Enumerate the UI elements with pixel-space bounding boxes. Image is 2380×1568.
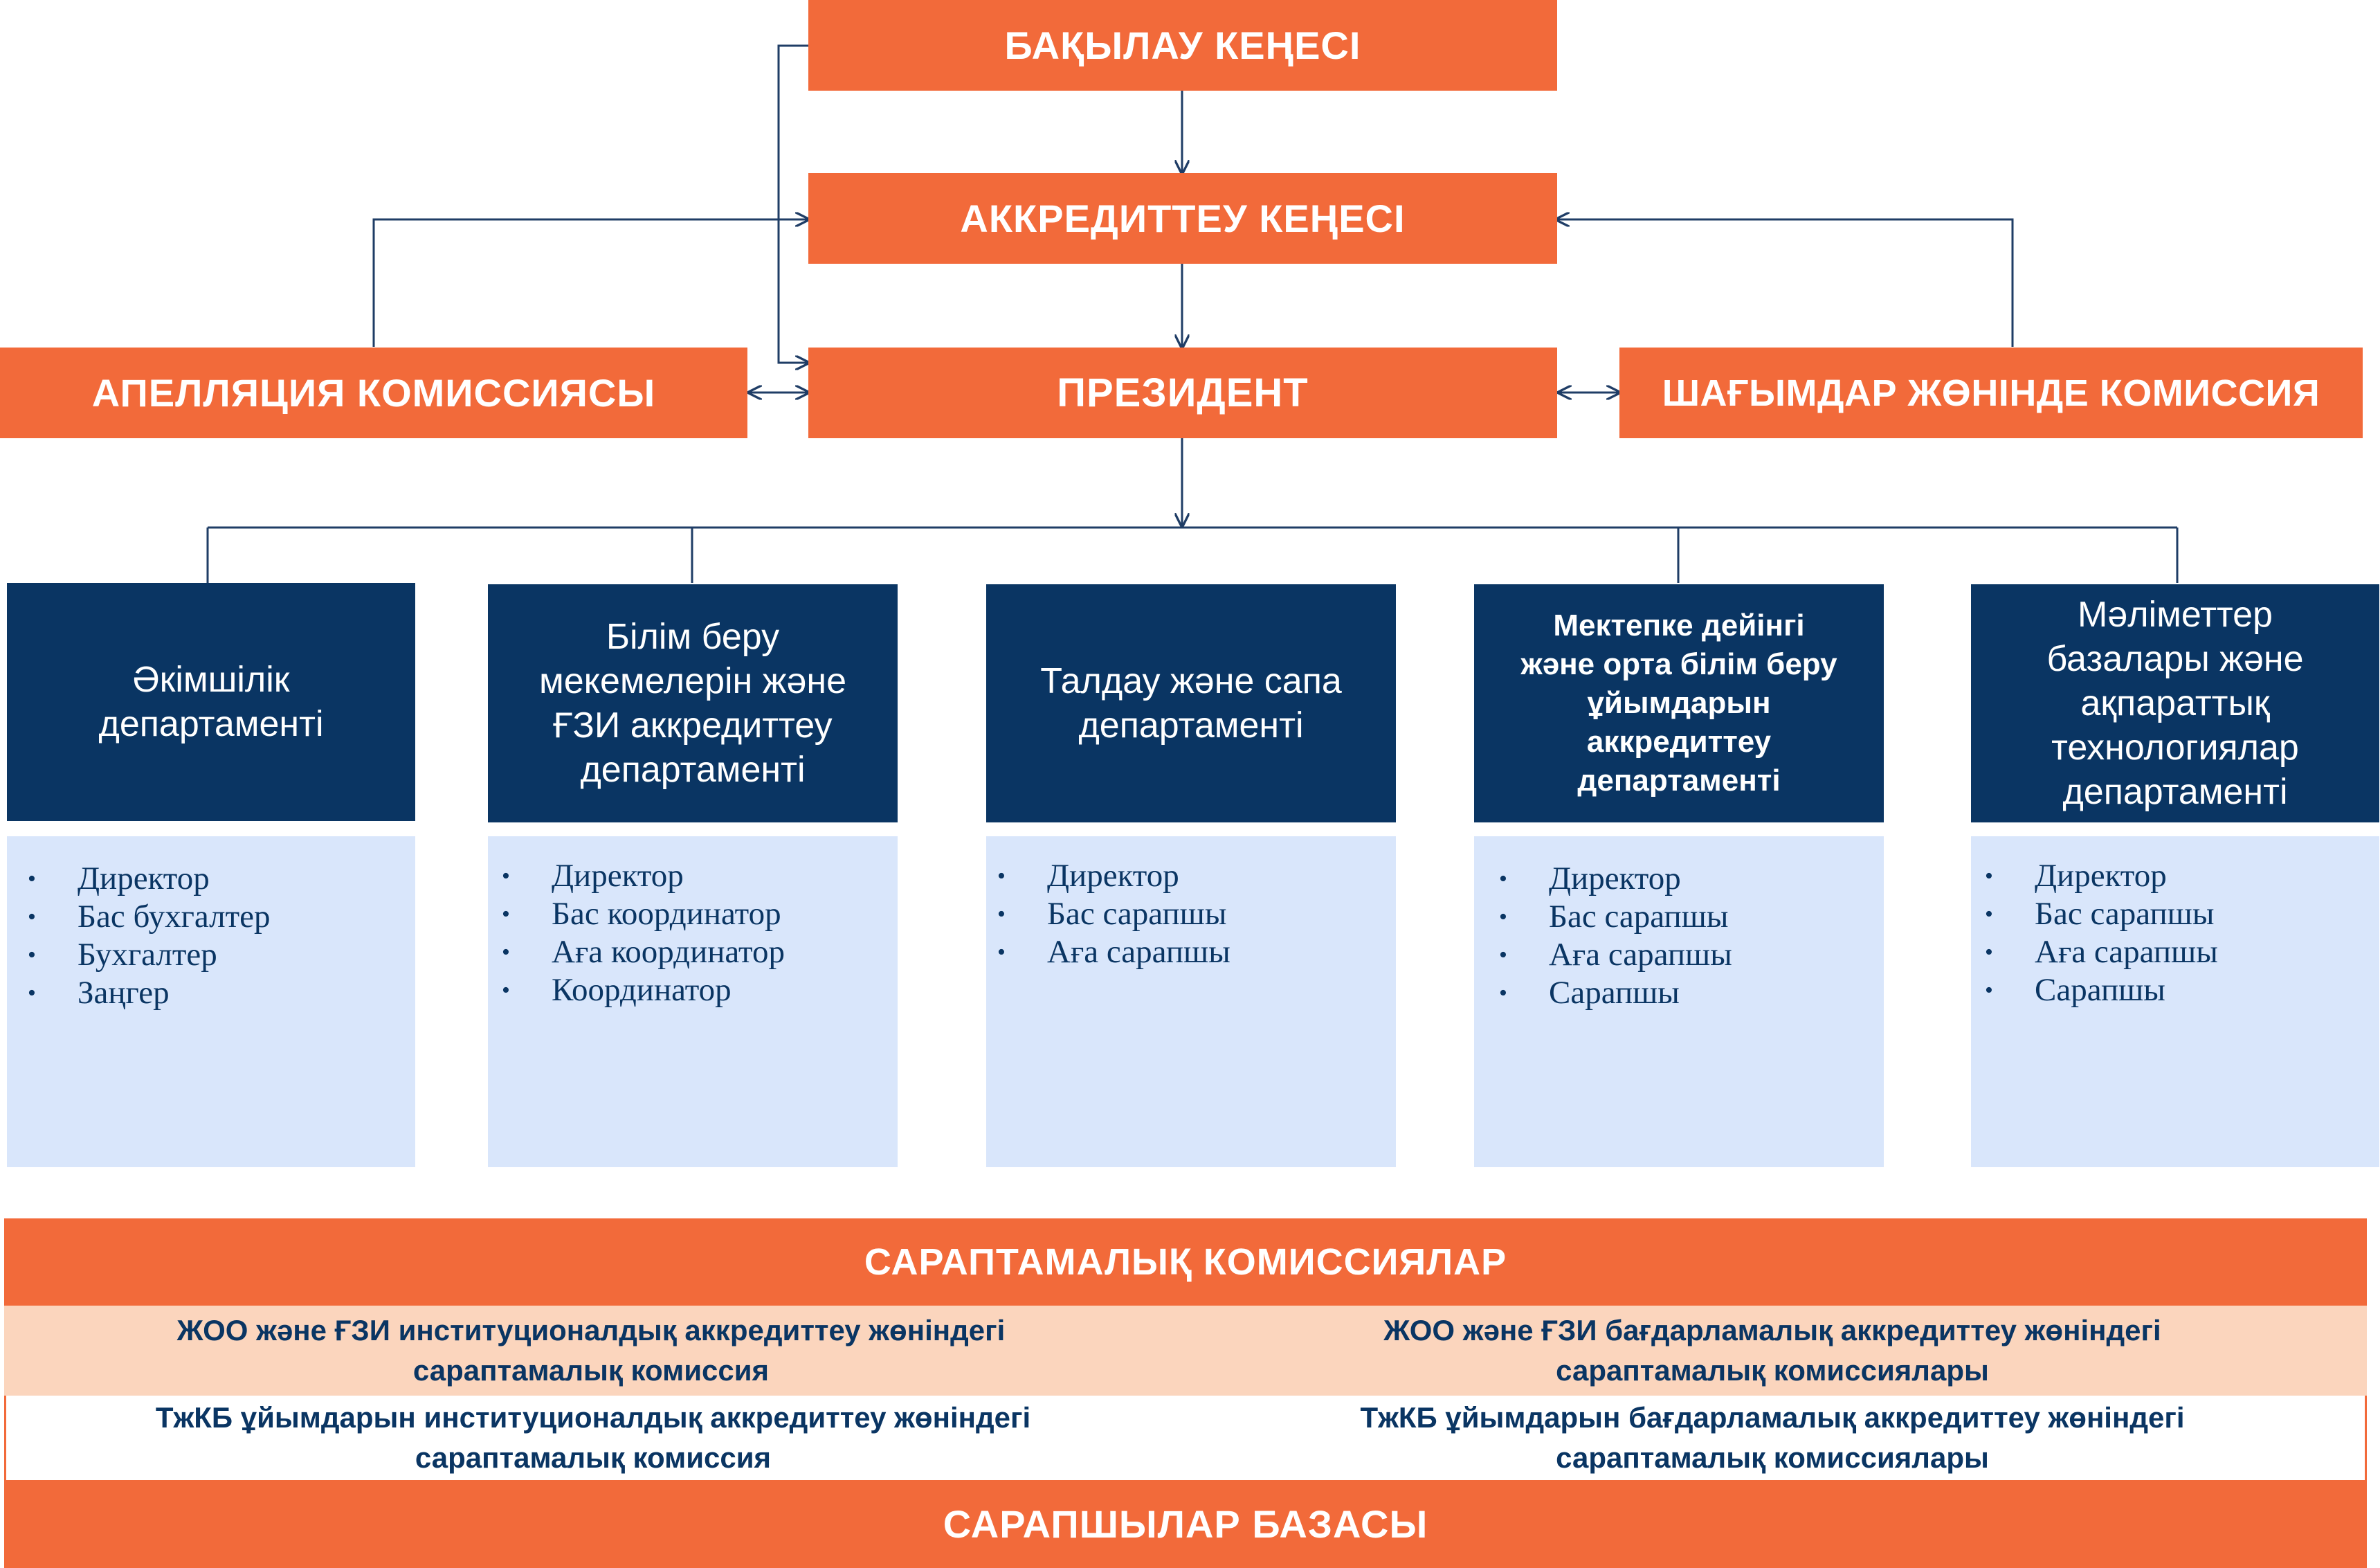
list-item: •Аға сарапшы [1499,937,1732,973]
department-title-1: Әкімшілік департаменті [98,660,324,744]
department-header-5: Мәліметтер базалары және ақпараттық техн… [1971,584,2379,822]
department-staff-list-4: •Директор •Бас сарапшы •Аға сарапшы •Сар… [1474,836,1884,1167]
complaints-commission-box: ШАҒЫМДАР ЖӨНІНДЕ КОМИССИЯ [1619,348,2363,438]
department-title-5: Мәліметтер базалары және ақпараттық техн… [2046,595,2304,812]
list-item: •Координатор [502,972,732,1008]
president-label: ПРЕЗИДЕНТ [1057,370,1309,415]
department-title-4: Мектепке дейінгі және орта білім беру ұй… [1520,609,1837,797]
department-title-2: Білім беру мекемелерін және ҒЗИ аккредит… [538,617,847,790]
list-item: •Бас сарапшы [1499,899,1729,935]
list-item: •Директор [1985,858,2167,894]
accreditation-council-label: АККРЕДИТТЕУ КЕҢЕСІ [960,197,1406,240]
arrow-appeals-to-council [372,219,808,347]
experts-base-box: САРАПШЫЛАР БАЗАСЫ [4,1480,2367,1568]
list-item: •Аға сарапшы [1985,934,2218,970]
list-item: •Сарапшы [1985,972,2165,1008]
list-item: •Бас координатор [502,896,781,932]
department-staff-list-3: •Директор •Бас сарапшы •Аға сарапшы [986,836,1396,1167]
list-item: •Заңгер [28,975,170,1011]
commission-cell-r1-left: ЖОО және ҒЗИ институционалдық аккредитте… [176,1314,1006,1387]
expert-commissions-row-2: ТжКБ ұйымдарын институционалдық аккредит… [4,1396,2367,1480]
department-staff-list-2: •Директор •Бас координатор •Аға координа… [488,836,898,1167]
department-header-2: Білім беру мекемелерін және ҒЗИ аккредит… [488,584,898,822]
list-item: •Бас сарапшы [1985,896,2215,932]
commission-cell-r1-right: ЖОО және ҒЗИ бағдарламалық аккредиттеу ж… [1383,1314,2161,1387]
list-item: •Аға координатор [502,934,785,970]
list-item: •Директор [28,860,210,896]
department-header-1: Әкімшілік департаменті [7,583,415,821]
president-box: ПРЕЗИДЕНТ [808,348,1557,438]
appeals-commission-label: АПЕЛЛЯЦИЯ КОМИССИЯСЫ [91,371,656,415]
experts-base-label: САРАПШЫЛАР БАЗАСЫ [943,1502,1428,1546]
list-item: •Бас бухгалтер [28,899,271,935]
commission-cell-r2-right: ТжКБ ұйымдарын бағдарламалық аккредиттеу… [1360,1401,2185,1474]
accreditation-council-box: АККРЕДИТТЕУ КЕҢЕСІ [808,173,1557,264]
expert-commissions-title: САРАПТАМАЛЫҚ КОМИССИЯЛАР [864,1241,1507,1283]
expert-commissions-row-1: ЖОО және ҒЗИ институционалдық аккредитте… [4,1306,2367,1396]
department-staff-list-1: •Директор •Бас бухгалтер •Бухгалтер •Заң… [7,836,415,1167]
expert-commissions-header: САРАПТАМАЛЫҚ КОМИССИЯЛАР [4,1218,2367,1306]
list-item: •Директор [502,858,684,894]
list-item: •Бухгалтер [28,937,217,973]
department-header-3: Талдау және сапа департаменті [986,584,1396,822]
complaints-commission-label: ШАҒЫМДАР ЖӨНІНДЕ КОМИССИЯ [1662,372,2320,414]
supervisory-board-box: БАҚЫЛАУ КЕҢЕСІ [808,0,1557,91]
arrow-complaints-to-council [1556,219,2014,347]
appeals-commission-box: АПЕЛЛЯЦИЯ КОМИССИЯСЫ [0,348,747,438]
department-staff-list-5: •Директор •Бас сарапшы •Аға сарапшы •Сар… [1971,836,2379,1167]
list-item: •Директор [997,858,1179,894]
list-item: •Сарапшы [1499,975,1680,1011]
supervisory-board-label: БАҚЫЛАУ КЕҢЕСІ [1004,24,1361,67]
commission-cell-r2-left: ТжКБ ұйымдарын институционалдық аккредит… [155,1401,1031,1474]
list-item: •Аға сарапшы [997,934,1230,970]
department-header-4: Мектепке дейінгі және орта білім беру ұй… [1474,584,1884,822]
arrow-supervisory-to-president [777,44,808,363]
list-item: •Бас сарапшы [997,896,1227,932]
department-title-3: Талдау және сапа департаменті [1040,661,1342,746]
list-item: •Директор [1499,860,1681,896]
